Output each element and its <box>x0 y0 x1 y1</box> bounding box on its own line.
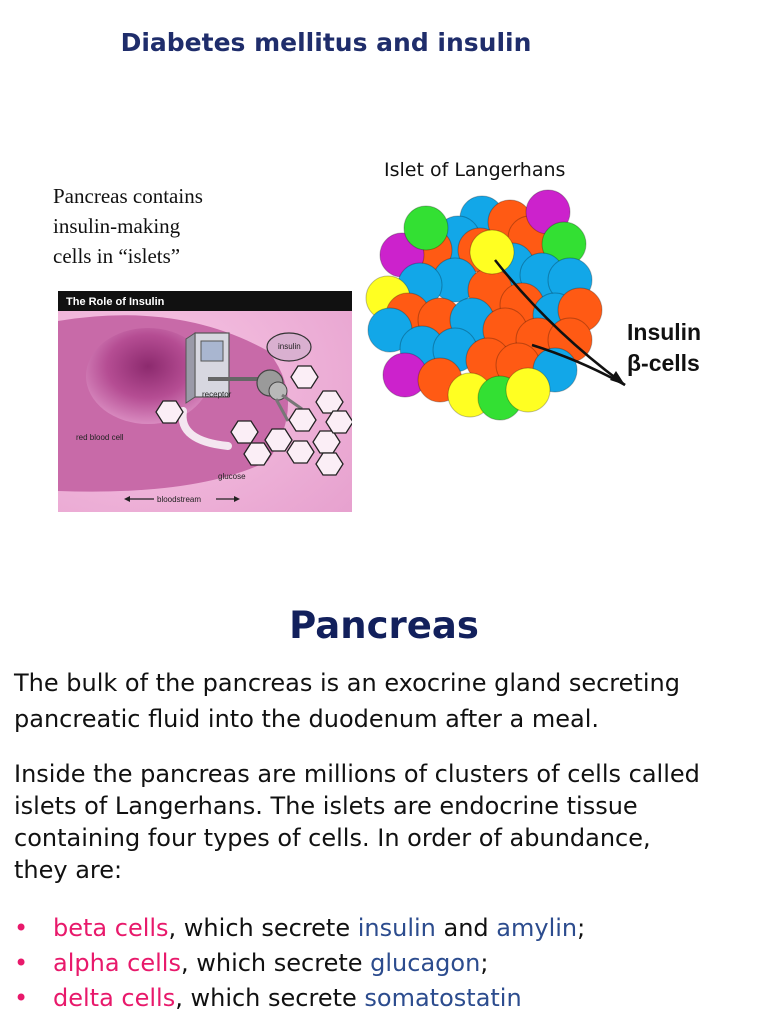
caption-line: cells in “islets” <box>53 244 181 268</box>
paragraph-line: pancreatic fluid into the duodenum after… <box>14 705 599 733</box>
hormone-name: somatostatin <box>364 984 522 1012</box>
item-text: , which secrete <box>175 984 365 1012</box>
list-item: • delta cells, which secrete somatostatin <box>14 981 585 1016</box>
bullet: • <box>14 914 29 942</box>
beta-cells-label-line2: β-cells <box>627 350 700 376</box>
glucose-hexagons <box>155 365 352 476</box>
paragraph-islets: Inside the pancreas are millions of clus… <box>14 758 734 886</box>
bullet: • <box>14 984 29 1012</box>
receptor-door <box>185 332 230 404</box>
section-title: Pancreas <box>289 604 479 647</box>
item-text: ; <box>480 949 489 977</box>
item-text: ; <box>577 914 586 942</box>
figure-title: The Role of Insulin <box>66 296 165 308</box>
label-red-blood-cell: red blood cell <box>76 433 124 442</box>
islet-cell <box>505 367 551 413</box>
islet-of-langerhans-illustration <box>365 189 626 421</box>
paragraph-line: islets of Langerhans. The islets are end… <box>14 792 638 820</box>
label-insulin: insulin <box>278 342 301 351</box>
hormone-name: insulin <box>357 914 436 942</box>
beta-cell-pointer-lines <box>494 259 626 387</box>
hormone-name: glucagon <box>370 949 481 977</box>
paragraph-line: containing four types of cells. In order… <box>14 824 651 852</box>
cell-type-name: delta cells <box>53 984 176 1012</box>
islet-cell <box>403 205 449 251</box>
paragraph-line: Inside the pancreas are millions of clus… <box>14 760 700 788</box>
glucose-path-arrow <box>178 407 232 450</box>
item-text: , which secrete <box>168 914 358 942</box>
label-receptor: receptor <box>202 390 232 399</box>
pancreas-caption: Pancreas contains insulin-making cells i… <box>53 181 203 271</box>
bloodstream-arrow <box>124 496 240 502</box>
slide-title: Diabetes mellitus and insulin <box>120 28 532 57</box>
insulin-label-line1: Insulin <box>627 319 702 345</box>
label-bloodstream: bloodstream <box>157 495 201 504</box>
label-glucose: glucose <box>218 472 246 481</box>
islet-cell-cluster <box>365 189 603 421</box>
insulin-beta-cells-label: Insulin β-cells <box>627 317 701 379</box>
list-item: • alpha cells, which secrete glucagon; <box>14 946 585 981</box>
cell-type-list: •beta cells, which secrete insulin and a… <box>14 911 585 1016</box>
key-icon <box>208 369 303 422</box>
red-blood-cell-shape <box>86 328 210 424</box>
item-text: , which secrete <box>180 949 371 977</box>
role-of-insulin-illustration: The Role of Insulin insulin receptor red… <box>58 291 352 512</box>
caption-line: Pancreas contains <box>53 184 203 208</box>
cell-type-name: alpha cells <box>53 949 181 977</box>
islet-cell <box>469 229 515 275</box>
paragraph-line: The bulk of the pancreas is an exocrine … <box>14 669 680 697</box>
bullet: • <box>14 949 29 977</box>
cell-type-name: beta cells <box>53 914 169 942</box>
paragraph-line: they are: <box>14 856 123 884</box>
list-item: • beta cells, which secrete insulin and a… <box>14 911 585 946</box>
item-text: and <box>435 914 497 942</box>
caption-line: insulin-making <box>53 214 181 238</box>
insulin-molecule <box>266 332 312 362</box>
paragraph-exocrine: The bulk of the pancreas is an exocrine … <box>14 665 734 737</box>
islet-caption: Islet of Langerhans <box>384 159 566 181</box>
hormone-name: amylin <box>496 914 578 942</box>
